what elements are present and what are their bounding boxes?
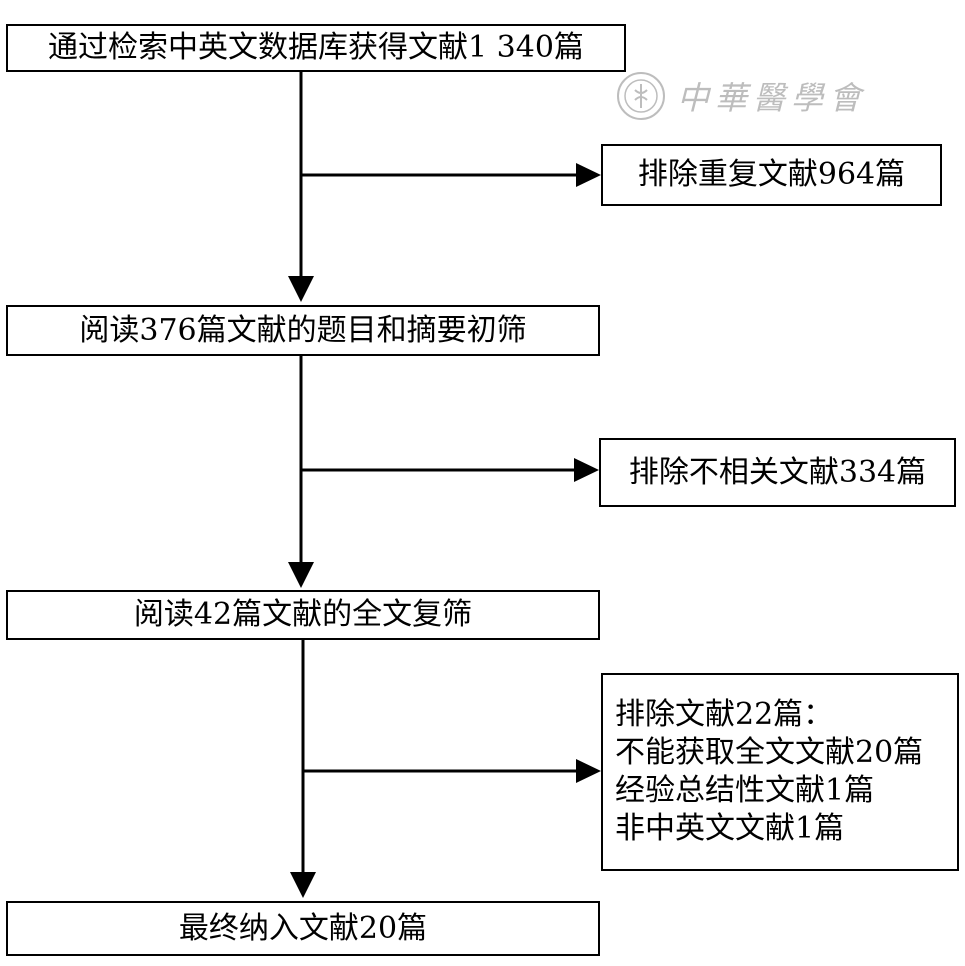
arrow-right-exclude1 [576,163,601,187]
arrow-right-exclude3 [576,759,601,783]
step1-text: 通过检索中英文数据库获得文献1 340篇 [48,30,584,65]
final-box: 最终纳入文献20篇 [6,901,600,956]
exclude3-reason: 经验总结性文献1篇 [615,773,875,808]
step2-text: 阅读376篇文献的题目和摘要初筛 [79,312,527,348]
step1-box: 通过检索中英文数据库获得文献1 340篇 [6,24,626,72]
exclude2-text: 排除不相关文献334篇 [628,454,927,490]
arrow-down-step2 [288,276,314,302]
exclude1-text: 排除重复文献964篇 [637,157,906,192]
step3-text: 阅读42篇文献的全文复筛 [133,597,473,632]
exclude3-reason: 非中英文文献1篇 [615,811,845,846]
step3-box: 阅读42篇文献的全文复筛 [6,590,600,640]
arrow-down-final [290,872,316,898]
step2-box: 阅读376篇文献的题目和摘要初筛 [6,305,600,356]
exclude3-box: 排除文献22篇： 不能获取全文文献20篇 经验总结性文献1篇 非中英文文献1篇 [601,673,959,871]
arrow-down-step3 [288,562,314,588]
exclude3-title: 排除文献22篇： [615,697,834,732]
watermark-text: 中華醫學會 [677,79,868,117]
exclude1-box: 排除重复文献964篇 [601,144,942,206]
exclude3-reason: 不能获取全文文献20篇 [615,735,924,770]
final-text: 最终纳入文献20篇 [178,910,428,946]
society-seal-icon [617,72,665,120]
watermark: 中華醫學會 [615,70,867,122]
exclude2-box: 排除不相关文献334篇 [599,438,956,507]
arrow-right-exclude2 [574,458,599,482]
